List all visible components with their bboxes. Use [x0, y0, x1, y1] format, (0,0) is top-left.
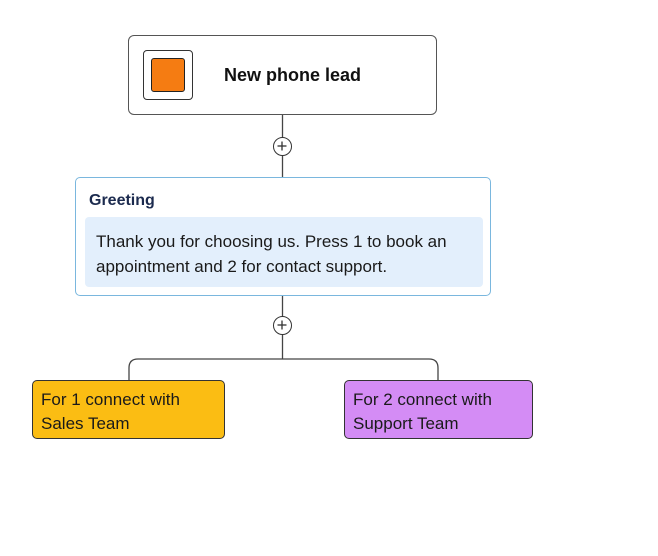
plus-icon — [277, 320, 287, 330]
branch-label-line1: For 1 connect with — [41, 390, 180, 409]
trigger-icon-frame — [143, 50, 193, 100]
branch-label-line2: Support Team — [353, 414, 459, 433]
greeting-node[interactable]: Greeting Thank you for choosing us. Pres… — [75, 177, 491, 296]
branch-sales-team[interactable]: For 1 connect with Sales Team — [32, 380, 225, 439]
add-step-button[interactable] — [273, 137, 292, 156]
connector-split-left — [128, 358, 283, 380]
greeting-message: Thank you for choosing us. Press 1 to bo… — [85, 217, 483, 287]
branch-support-team[interactable]: For 2 connect with Support Team — [344, 380, 533, 439]
branch-label-line1: For 2 connect with — [353, 390, 492, 409]
branch-label-line2: Sales Team — [41, 414, 130, 433]
phone-lead-icon — [151, 58, 185, 92]
plus-icon — [277, 141, 287, 151]
greeting-title: Greeting — [89, 192, 155, 209]
trigger-node[interactable]: New phone lead — [128, 35, 437, 115]
trigger-title: New phone lead — [224, 65, 362, 85]
add-step-button[interactable] — [273, 316, 292, 335]
connector-split-right — [282, 358, 439, 380]
